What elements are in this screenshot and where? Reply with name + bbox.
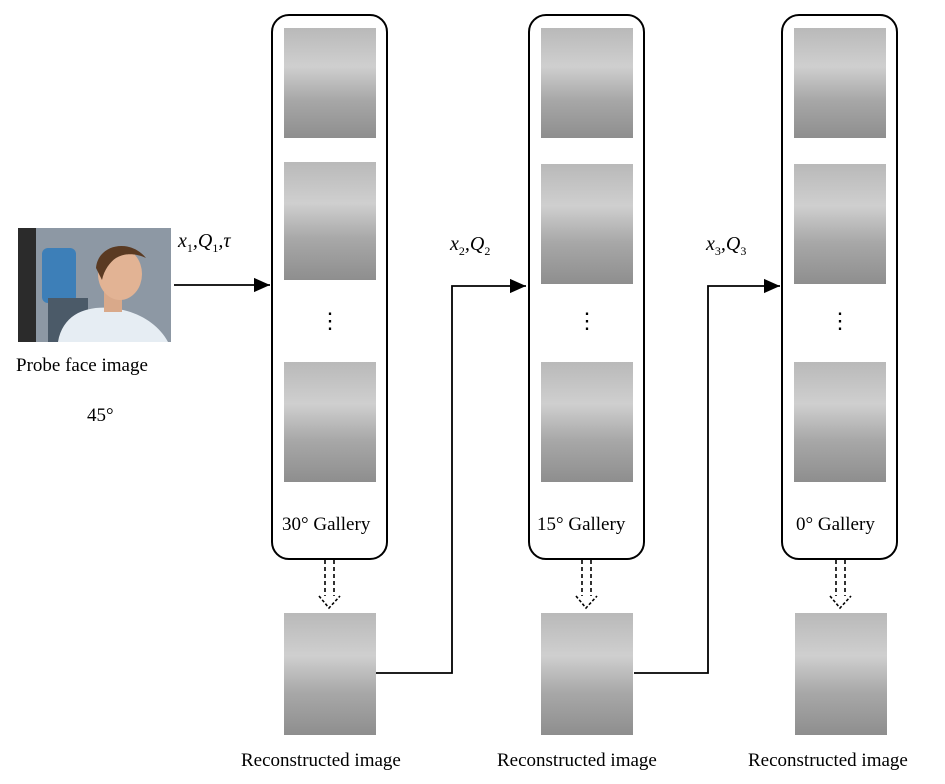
gallery-30-label: 30° Gallery [282, 514, 371, 535]
reconstructed-caption-15: Reconstructed image [497, 750, 657, 771]
dashed-arrow-gallery-30-to-recon [318, 560, 341, 610]
reconstructed-image-15 [541, 613, 633, 735]
gallery-15-label: 15° Gallery [537, 514, 626, 535]
gallery-15: ⋮ 15° Gallery [528, 14, 645, 560]
gallery-0-label: 0° Gallery [796, 514, 875, 535]
gallery-30-face-1 [284, 28, 376, 138]
gallery-0-ellipsis: ⋮ [829, 308, 851, 333]
gallery-30: ⋮ 30° Gallery [271, 14, 388, 560]
gallery-15-ellipsis: ⋮ [576, 308, 598, 333]
dashed-arrow-gallery-0-to-recon [829, 560, 852, 610]
reconstructed-caption-30: Reconstructed image [241, 750, 401, 771]
gallery-0-face-1 [794, 28, 886, 138]
reconstructed-image-0 [795, 613, 887, 735]
probe-photo-icon [18, 228, 171, 342]
param-label-3: x3,Q3 [706, 233, 747, 258]
gallery-0: ⋮ 0° Gallery [781, 14, 898, 560]
gallery-30-face-2 [284, 162, 376, 280]
reconstructed-caption-0: Reconstructed image [748, 750, 908, 771]
probe-caption: Probe face image [16, 355, 148, 376]
gallery-15-face-1 [541, 28, 633, 138]
arrow-recon-15-to-gallery-0 [634, 278, 780, 674]
probe-face-image [18, 228, 171, 342]
param-label-1: x1,Q1,τ [178, 230, 231, 255]
gallery-0-face-3 [794, 362, 886, 482]
param-label-2: x2,Q2 [450, 233, 491, 258]
arrow-recon-30-to-gallery-15 [376, 278, 526, 674]
reconstructed-image-30 [284, 613, 376, 735]
gallery-30-face-3 [284, 362, 376, 482]
probe-angle: 45° [87, 405, 114, 426]
gallery-0-face-2 [794, 164, 886, 284]
gallery-30-ellipsis: ⋮ [319, 308, 341, 333]
gallery-15-face-3 [541, 362, 633, 482]
gallery-15-face-2 [541, 164, 633, 284]
dashed-arrow-gallery-15-to-recon [575, 560, 598, 610]
